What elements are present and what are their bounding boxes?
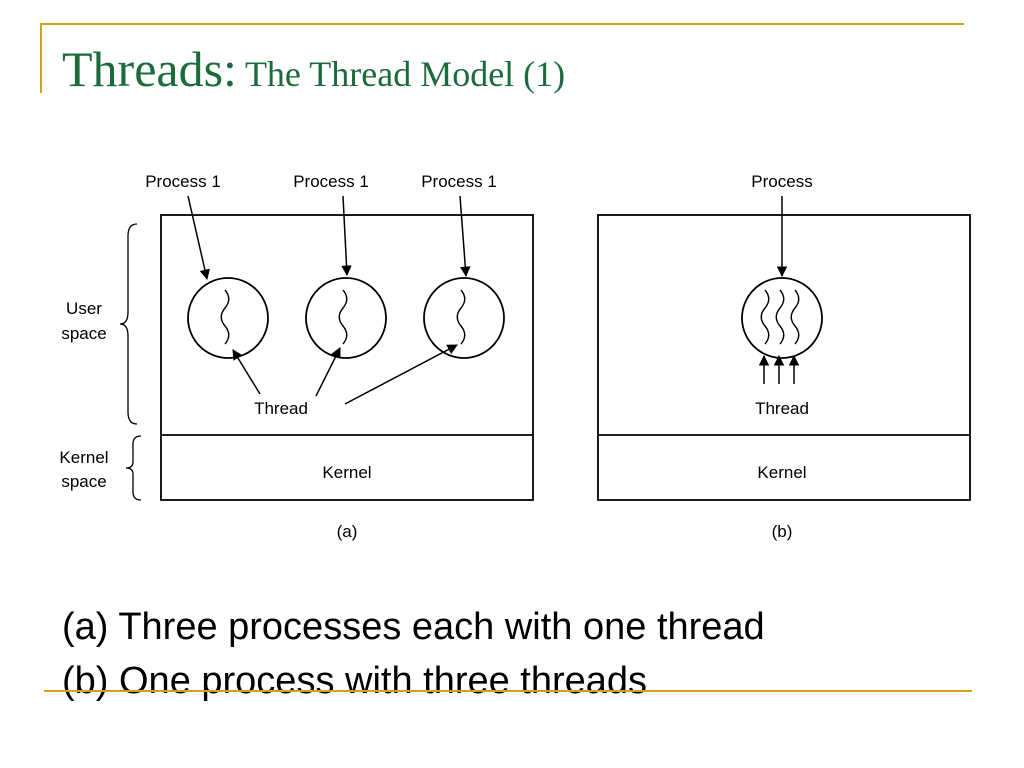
panel-a-thread-arrow-3	[344, 344, 458, 405]
panel-a-process-arrow-3	[459, 195, 471, 278]
panel-b-thread-2	[775, 289, 785, 345]
user-space-label-line2: space	[61, 324, 106, 343]
kernel-space-brace	[125, 435, 142, 501]
panel-b-kernel-label: Kernel	[757, 463, 806, 482]
kernel-space-label-line1: Kernel	[59, 448, 108, 467]
panel-a-thread-label: Thread	[254, 399, 308, 418]
title-rule-left	[40, 23, 42, 93]
panel-a-process-arrow-1	[187, 195, 211, 281]
user-space-label-line1: User	[66, 299, 102, 318]
slide-title: Threads: The Thread Model (1)	[62, 40, 565, 98]
panel-a-thread-1	[220, 289, 230, 345]
panel-a-caption: (a)	[337, 522, 358, 541]
panel-b-process-circle	[741, 277, 823, 359]
panel-a-process-label-3: Process 1	[421, 172, 497, 191]
panel-a-process-label-1: Process 1	[145, 172, 221, 191]
panel-b-thread-3	[790, 289, 800, 345]
title-rule-top	[40, 23, 964, 25]
panel-a-thread-arrow-1	[232, 349, 261, 395]
panel-a-box	[160, 214, 534, 501]
panel-b: Process Thread Kernel (b)	[597, 172, 971, 541]
panel-a-process-arrow-2	[341, 195, 352, 277]
bottom-rule	[44, 690, 972, 692]
panel-b-caption: (b)	[772, 522, 793, 541]
kernel-space-label-line2: space	[61, 472, 106, 491]
caption-line-b: (b) One process with three threads	[62, 660, 648, 702]
panel-a-kernel-label: Kernel	[322, 463, 371, 482]
panel-a-thread-3	[456, 289, 466, 345]
panel-b-box	[597, 214, 971, 501]
panel-a-process-circle-1	[187, 277, 269, 359]
panel-a-thread-arrow-2	[315, 347, 341, 397]
panel-a-process-circle-3	[423, 277, 505, 359]
panel-b-thread-label: Thread	[755, 399, 809, 418]
panel-a: Process 1 Process 1 Process 1 Thread Ker…	[145, 172, 534, 541]
caption-line-a: (a) Three processes each with one thread	[62, 606, 765, 648]
panel-a-process-circle-2	[305, 277, 387, 359]
slide-title-sub: The Thread Model (1)	[244, 54, 566, 94]
user-space-brace	[119, 223, 138, 425]
thread-model-diagram: User space Kernel space Process 1 Proces…	[59, 172, 971, 541]
panel-b-process-label: Process	[751, 172, 812, 191]
panel-a-thread-2	[338, 289, 348, 345]
slide-captions: (a) Three processes each with one thread…	[62, 600, 765, 708]
panel-a-process-label-2: Process 1	[293, 172, 369, 191]
slide-title-main: Threads:	[62, 41, 237, 97]
panel-b-thread-1	[760, 289, 770, 345]
